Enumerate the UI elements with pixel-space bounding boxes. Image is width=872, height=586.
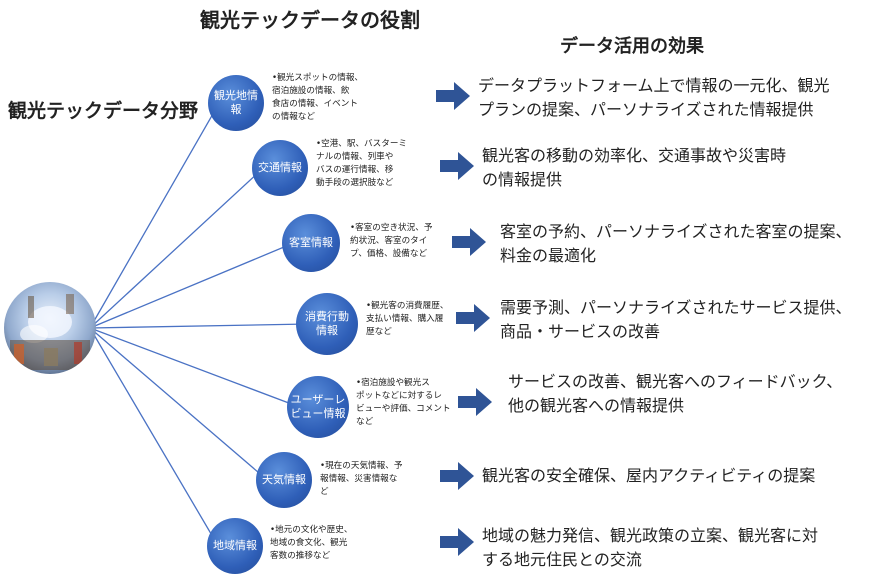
- category-bubble: 観光地情 報: [208, 75, 264, 131]
- category-bubble: ユーザーレ ビュー情報: [287, 376, 349, 438]
- category-description: •観光スポットの情報、 宿泊施設の情報、飲 食店の情報、イベント の情報など: [272, 73, 364, 122]
- category-description: •現在の天気情報、予 報情報、災害情報な ど: [320, 461, 403, 497]
- category-label: 客室情報: [289, 236, 333, 249]
- category-description: •宿泊施設や観光ス ポットなどに対するレ ビューや評価、コメント など: [356, 378, 451, 427]
- category-description: •客室の空き状況、予 約状況、客室のタイ プ、価格、設備など: [350, 223, 433, 259]
- effect-text: データプラットフォーム上で情報の一元化、観光 プランの提案、パーソナライズされた…: [478, 76, 830, 119]
- effect-text: 地域の魅力発信、観光政策の立案、観光客に対 する地元住民との交流: [482, 526, 819, 569]
- category-label: 観光地情 報: [214, 89, 258, 116]
- effect-text: 観光客の移動の効率化、交通事故や災害時 の情報提供: [482, 146, 787, 189]
- connector-line: [89, 327, 219, 547]
- main-title: 観光テックデータの役割: [200, 8, 420, 32]
- arrow-right-icon: [452, 228, 486, 256]
- category-description: •地元の文化や歴史、 地域の食文化、観光 客数の推移など: [270, 525, 353, 561]
- category-bubble: 天気情報: [256, 452, 312, 508]
- category-bubble: 交通情報: [252, 140, 308, 196]
- arrow-right-icon: [440, 528, 474, 556]
- category-label: 天気情報: [262, 473, 306, 486]
- arrow-right-icon: [458, 388, 492, 416]
- category-bubble: 地域情報: [207, 518, 263, 574]
- arrow-right-icon: [456, 304, 490, 332]
- effects-title: データ活用の効果: [560, 36, 704, 57]
- effect-text: 需要予測、パーソナライズされたサービス提供、 商品・サービスの改善: [500, 298, 852, 341]
- connector-line: [89, 323, 309, 329]
- category-label: 交通情報: [258, 161, 302, 174]
- connector-line: [89, 102, 220, 329]
- field-title: 観光テックデータ分野: [8, 100, 199, 122]
- arrow-right-icon: [436, 82, 470, 110]
- effect-text: サービスの改善、観光客へのフィードバック、 他の観光客への情報提供: [508, 372, 843, 415]
- effect-text: 観光客の安全確保、屋内アクティビティの提案: [482, 466, 816, 485]
- connector-line: [89, 242, 294, 329]
- arrow-right-icon: [440, 462, 474, 490]
- category-label: 消費行動 情報: [305, 310, 349, 337]
- tourism-photo-hub: [4, 282, 96, 374]
- category-bubble: 客室情報: [282, 214, 340, 272]
- category-bubble: 消費行動 情報: [296, 293, 358, 355]
- effect-text: 客室の予約、パーソナライズされた客室の提案、 料金の最適化: [500, 222, 852, 265]
- arrow-right-icon: [440, 152, 474, 180]
- category-label: ユーザーレ ビュー情報: [290, 393, 346, 420]
- category-description: •観光客の消費履歴、 支払い情報、購入履 歴など: [366, 301, 449, 337]
- connector-line: [89, 327, 268, 481]
- category-label: 地域情報: [213, 539, 257, 552]
- connector-line: [89, 167, 264, 329]
- connector-line: [89, 327, 300, 408]
- category-description: •空港、駅、バスターミ ナルの情報、列車や バスの運行情報、移 動手段の選択肢な…: [316, 139, 408, 188]
- photo-illustration: [10, 294, 90, 370]
